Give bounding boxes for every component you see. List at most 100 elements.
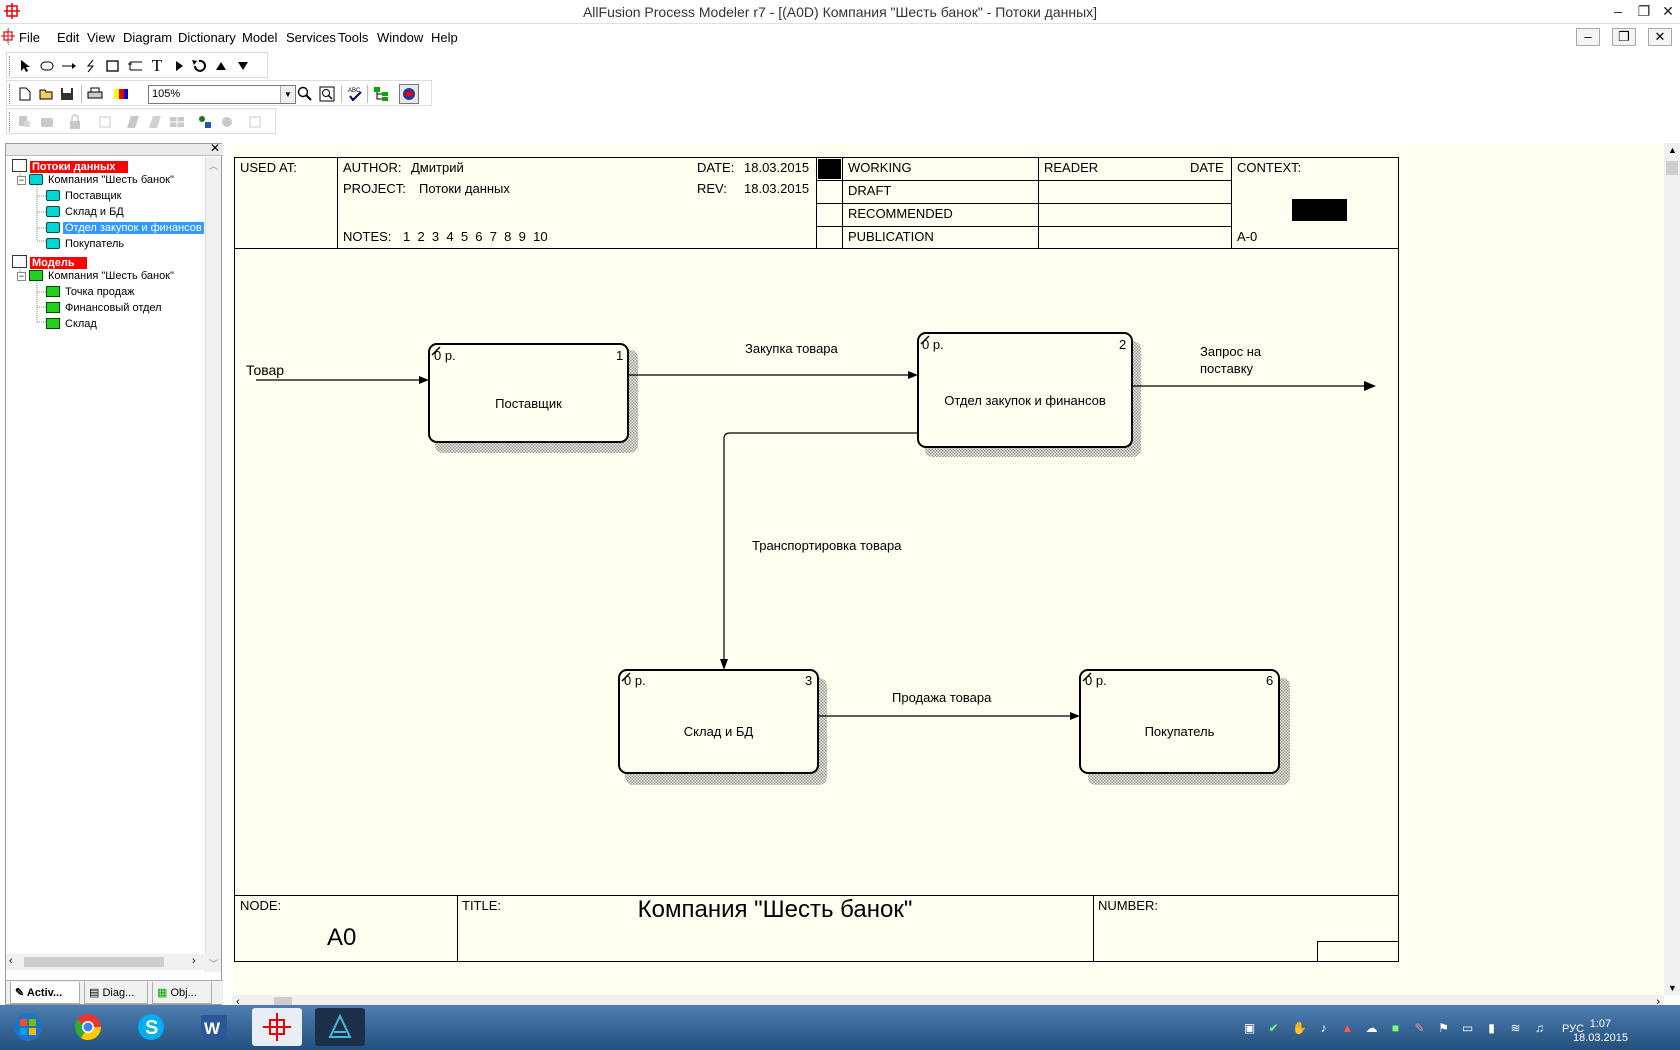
tray-pdf-icon[interactable]: ▲ [1341, 1021, 1354, 1035]
tray-wifi-icon[interactable]: ≋ [1510, 1021, 1521, 1035]
tray-signal-icon[interactable]: ▮ [1488, 1021, 1495, 1035]
scroll-left-icon[interactable]: ‹ [9, 955, 13, 967]
tray-shield-icon[interactable]: ✔ [1268, 1021, 1279, 1035]
tray-flag-icon[interactable]: ⚑ [1438, 1021, 1449, 1035]
scroll-left-icon[interactable]: ‹ [236, 996, 240, 1008]
scroll-up-icon[interactable]: ︿ [209, 161, 219, 171]
model-explorer-icon[interactable] [371, 84, 391, 104]
zoom-in-icon[interactable] [295, 84, 315, 104]
go-child-icon[interactable] [169, 56, 189, 76]
box-tool-icon[interactable] [37, 56, 57, 76]
tray-bell-icon[interactable]: ♪ [1320, 1021, 1327, 1035]
mart-table-icon[interactable] [167, 112, 187, 132]
collapse-icon[interactable]: − [17, 175, 26, 185]
arrow-label[interactable]: Товар [246, 362, 285, 378]
word-taskbar-icon[interactable]: W [189, 1008, 239, 1046]
menu-edit[interactable]: Edit [57, 30, 80, 45]
mart-disconnect-icon[interactable] [37, 112, 57, 132]
tunnel-tool-icon[interactable] [125, 56, 145, 76]
pointer-tool-icon[interactable] [15, 56, 35, 76]
menu-file[interactable]: File [19, 30, 40, 45]
tray-monitor-icon[interactable]: ▭ [1461, 1021, 1474, 1035]
arrow-transport[interactable] [723, 432, 918, 660]
tree-root-model[interactable]: Модель [12, 255, 87, 271]
menu-diagram[interactable]: Diagram [123, 30, 173, 45]
activity-box-warehouse[interactable] [618, 669, 819, 774]
spellcheck-icon[interactable]: ABC [345, 84, 365, 104]
tray-network-icon[interactable]: ▣ [1243, 1021, 1256, 1035]
scroll-down-icon[interactable]: ﹀ [209, 959, 219, 969]
menu-model[interactable]: Model [242, 30, 278, 45]
mart-settings-icon[interactable] [217, 112, 237, 132]
tab-diagrams[interactable]: ▤ Diag... [84, 982, 148, 1004]
mdi-close-icon[interactable]: ✕ [1648, 28, 1672, 46]
scroll-thumb[interactable] [24, 957, 164, 967]
tray-volume-icon[interactable]: ♫ [1535, 1021, 1544, 1035]
scroll-up-icon[interactable]: ▲ [1668, 145, 1677, 155]
tree-item-company-model[interactable]: Компания "Шесть банок" [29, 269, 176, 285]
mart-users-icon[interactable] [195, 112, 215, 132]
tree-item-company[interactable]: Компания "Шесть банок" [29, 173, 176, 189]
scroll-right-icon[interactable]: › [192, 955, 196, 967]
menu-view[interactable]: View [87, 30, 115, 45]
chevron-down-icon[interactable]: ▼ [280, 86, 295, 103]
tree-item-customer[interactable]: Покупатель [46, 237, 126, 253]
arrow-label[interactable]: Продажа товара [892, 690, 992, 705]
go-parent-icon[interactable] [211, 56, 231, 76]
zoom-fit-icon[interactable] [317, 84, 337, 104]
tree-item-warehouse[interactable]: Склад [46, 317, 99, 333]
skype-taskbar-icon[interactable]: S [126, 1008, 176, 1046]
arrow-label[interactable]: Транспортировка товара [752, 538, 902, 553]
print-icon[interactable] [85, 84, 105, 104]
tray-cloud-icon[interactable]: ☁ [1365, 1021, 1378, 1035]
go-down-icon[interactable] [233, 56, 253, 76]
start-button[interactable] [2, 1008, 54, 1046]
chrome-taskbar-icon[interactable] [63, 1008, 113, 1046]
mart-connect-icon[interactable] [15, 112, 35, 132]
tab-activities[interactable]: ✎ Activ... [10, 982, 80, 1004]
activity-box-supplier[interactable] [428, 343, 629, 443]
mart-compare-icon[interactable] [145, 112, 165, 132]
menu-tools[interactable]: Tools [338, 30, 369, 45]
close-icon[interactable]: ✕ [1662, 3, 1674, 19]
arrow-label[interactable]: поставку [1200, 361, 1254, 376]
mart-report-icon[interactable] [245, 112, 265, 132]
arrow-label[interactable]: Закупка товара [745, 341, 838, 356]
squiggle-tool-icon[interactable] [81, 56, 101, 76]
tray-tool-icon[interactable]: ✎ [1414, 1021, 1425, 1035]
menu-dictionary[interactable]: Dictionary [178, 30, 236, 45]
tree-vertical-scrollbar[interactable]: ︿ ﹀ [205, 157, 221, 972]
save-icon[interactable] [57, 84, 77, 104]
menu-help[interactable]: Help [431, 30, 458, 45]
canvas-vertical-scrollbar[interactable]: ▲ ▼ [1664, 143, 1680, 995]
menu-window[interactable]: Window [377, 30, 424, 45]
text-tool-icon[interactable]: T [151, 56, 163, 75]
scroll-right-icon[interactable]: › [1656, 996, 1660, 1008]
tree-item-purchasing[interactable]: Отдел закупок и финансов [46, 221, 204, 237]
language-indicator[interactable]: РУС [1562, 1023, 1585, 1035]
close-icon[interactable]: ✕ [209, 141, 220, 155]
scroll-down-icon[interactable]: ▼ [1668, 983, 1677, 993]
minimize-icon[interactable]: – [1614, 3, 1622, 19]
mdi-restore-icon[interactable]: ❐ [1612, 28, 1636, 46]
tray-nvidia-icon[interactable]: ■ [1391, 1021, 1400, 1035]
collapse-icon[interactable]: − [17, 271, 26, 281]
zoom-select[interactable]: 105% ▼ [148, 85, 296, 104]
mart-merge-icon[interactable] [123, 112, 143, 132]
tree-item-warehouse-db[interactable]: Склад и БД [46, 205, 126, 221]
tab-objects[interactable]: ▦ Obj... [152, 982, 212, 1004]
tree-root-dataflow[interactable]: Потоки данных [12, 159, 128, 175]
mart-catalog-icon[interactable] [95, 112, 115, 132]
lock-icon[interactable] [65, 112, 85, 132]
tree-horizontal-scrollbar[interactable]: ‹ › [6, 954, 206, 970]
open-folder-icon[interactable] [37, 84, 57, 104]
mdi-minimize-icon[interactable]: – [1576, 28, 1600, 46]
arrow-label[interactable]: Запрос на [1200, 344, 1262, 359]
color-palette-icon[interactable] [111, 84, 131, 104]
scroll-thumb[interactable] [1666, 161, 1678, 175]
clock[interactable]: 1:07 18.03.2015 [1573, 1017, 1628, 1045]
activity-box-customer[interactable] [1079, 669, 1280, 774]
tray-hand-icon[interactable]: ✋ [1292, 1021, 1307, 1035]
new-file-icon[interactable] [15, 84, 35, 104]
diagram-canvas[interactable] [232, 143, 1664, 995]
